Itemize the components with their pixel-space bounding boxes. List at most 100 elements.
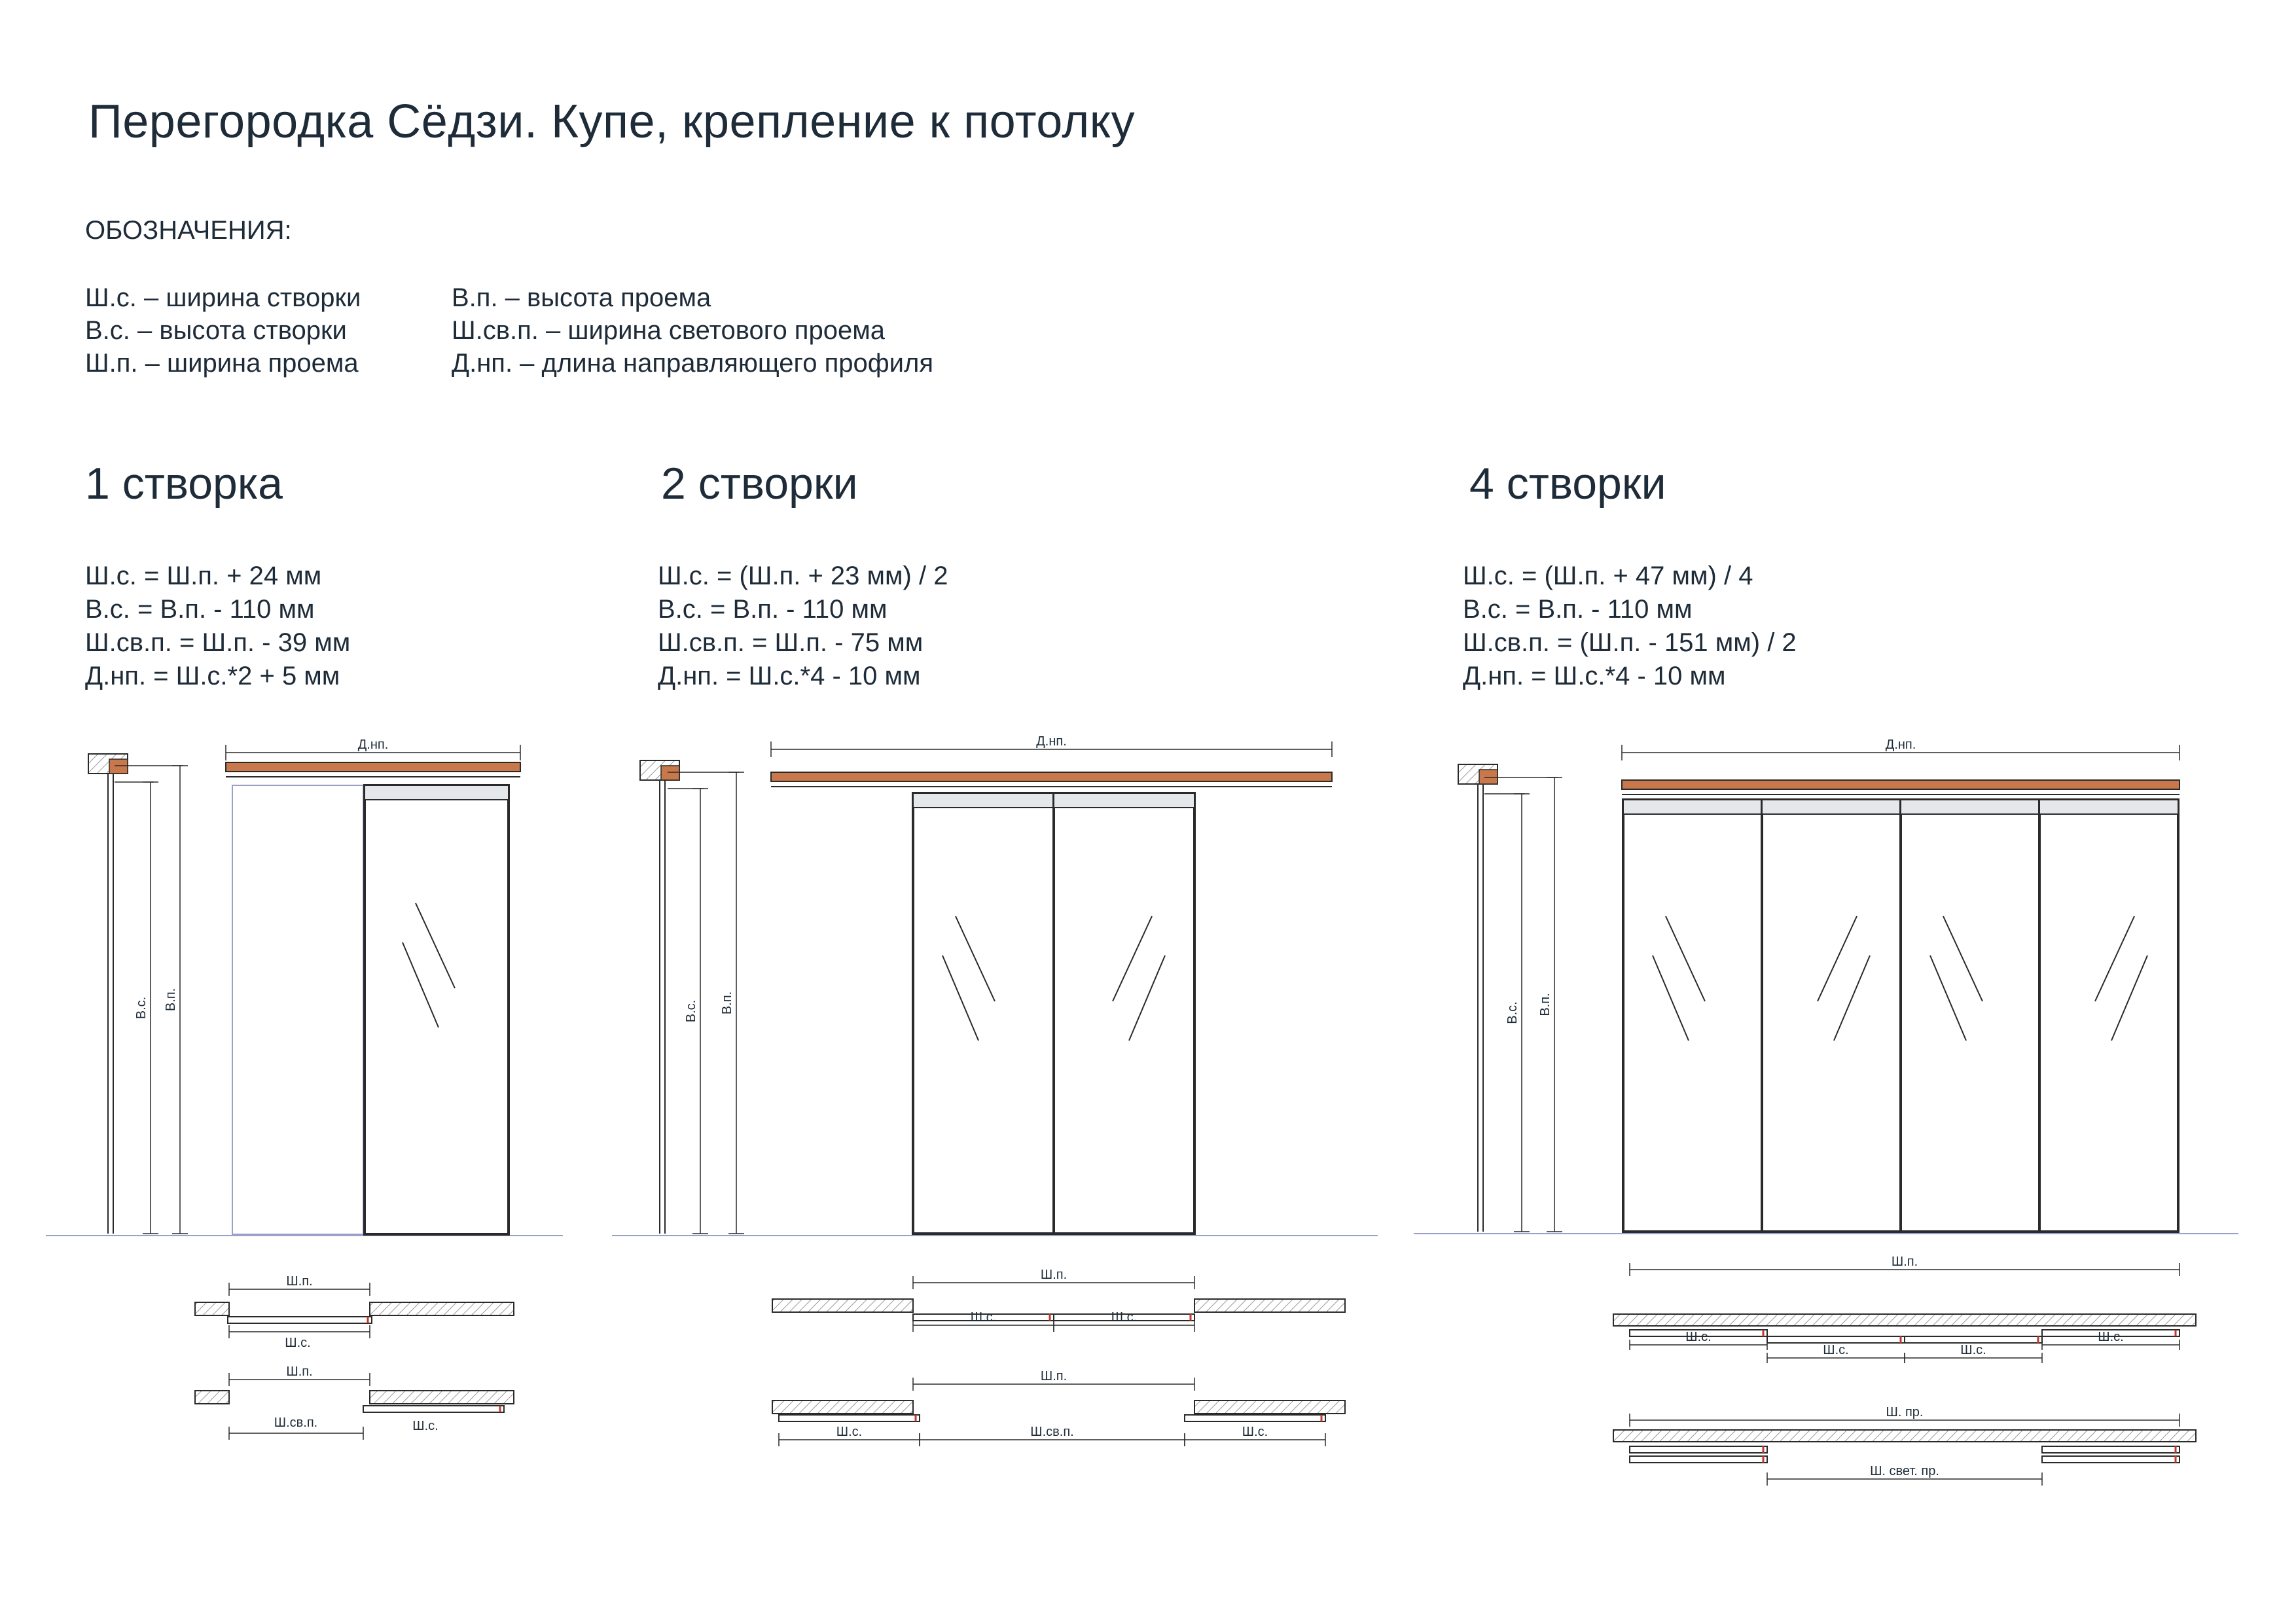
dimension-label: Ш.с.	[1242, 1425, 1268, 1439]
plan-leaf	[778, 1414, 920, 1422]
wall-section	[369, 1302, 514, 1316]
glass-reflection-mark	[955, 916, 996, 1002]
glass-reflection-mark	[402, 942, 439, 1028]
plan-leaf	[363, 1405, 505, 1413]
door-leaf-top-frame	[1900, 799, 2040, 815]
dimension-label: В.с.	[134, 997, 149, 1019]
drawing-1-leaf: В.с.В.п.Д.нп.Ш.п.Ш.с.Ш.п.Ш.св.п.Ш.с.	[46, 738, 563, 1440]
wall-section	[194, 1390, 230, 1404]
door-leaf-top-frame	[1761, 799, 1901, 815]
section-title-1-leaf: 1 створка	[85, 459, 283, 508]
dimension-label: Ш.с.	[1685, 1330, 1711, 1344]
dimension-label: Д.нп.	[358, 738, 389, 752]
glass-reflection-mark	[2094, 916, 2135, 1002]
door-leaf	[2038, 798, 2179, 1233]
dimension-label: Ш.п.	[286, 1274, 312, 1289]
dimension-label: Ш.с.	[1823, 1343, 1848, 1357]
dimension-label: Ш. пр.	[1886, 1405, 1924, 1419]
door-leaf	[1622, 798, 1763, 1233]
legend-item: Д.нп. – длина направляющего профиля	[452, 349, 934, 378]
dimension-label: Ш.п.	[1892, 1255, 1918, 1269]
door-leaf	[1761, 798, 1902, 1233]
dimension-label: Ш.с.	[2098, 1330, 2123, 1344]
dimension-label: Ш. свет. пр.	[1870, 1464, 1939, 1478]
glass-reflection-mark	[1112, 916, 1153, 1002]
door-leaf-top-frame	[2039, 799, 2179, 815]
door-leaf-top-frame	[1053, 793, 1195, 808]
dimension-label: Ш.с.	[836, 1425, 862, 1439]
glass-reflection-mark	[1929, 955, 1967, 1041]
formula: Ш.с. = Ш.п. + 24 мм	[85, 562, 322, 590]
dimension-label: В.с.	[684, 1000, 698, 1022]
plan-leaf	[1184, 1414, 1326, 1422]
legend-item: В.п. – высота проема	[452, 283, 711, 312]
wall-section	[1194, 1298, 1346, 1313]
legend-left-column: Ш.с. – ширина створки В.с. – высота ство…	[85, 281, 361, 380]
door-leaf-top-frame	[1623, 799, 1763, 815]
plan-leaf	[1629, 1329, 1768, 1337]
plan-leaf	[1629, 1455, 1768, 1463]
formula: Ш.св.п. = (Ш.п. - 151 мм) / 2	[1463, 628, 1797, 657]
wall-section	[1613, 1429, 2197, 1442]
legend-heading: ОБОЗНАЧЕНИЯ:	[85, 216, 292, 245]
drawing-2-leaves: В.с.В.п.Д.нп.Ш.п.Ш.с.Ш.с.Ш.п.Ш.с.Ш.св.п.…	[612, 734, 1378, 1446]
plan-leaf	[2041, 1329, 2180, 1337]
formula: Ш.с. = (Ш.п. + 23 мм) / 2	[658, 562, 948, 590]
formulas-4-leaves: Ш.с. = (Ш.п. + 47 мм) / 4 В.с. = В.п. - …	[1463, 560, 1797, 693]
dimension-label: Д.нп.	[1036, 734, 1067, 749]
plan-leaf	[1053, 1313, 1195, 1321]
glass-reflection-mark	[1943, 916, 1983, 1002]
formula: Ш.св.п. = Ш.п. - 75 мм	[658, 628, 924, 657]
dimension-label: В.п.	[1538, 993, 1552, 1016]
plan-leaf	[1629, 1446, 1768, 1454]
legend-item: Ш.св.п. – ширина светового проема	[452, 316, 885, 345]
formula: Д.нп. = Ш.с.*4 - 10 мм	[658, 662, 921, 690]
dimension-label: В.с.	[1505, 1001, 1520, 1024]
dimension-label: Ш.с.	[1960, 1343, 1986, 1357]
rail-section	[1479, 769, 1498, 785]
page-title: Перегородка Сёдзи. Купе, крепление к пот…	[88, 96, 1136, 148]
formula: В.с. = В.п. - 110 мм	[658, 595, 888, 624]
dimension-label: Ш.п.	[286, 1364, 312, 1379]
plan-leaf	[1904, 1336, 2043, 1344]
dimension-label: В.п.	[164, 988, 178, 1011]
formula: Ш.с. = (Ш.п. + 47 мм) / 4	[1463, 562, 1753, 590]
formula: Д.нп. = Ш.с.*4 - 10 мм	[1463, 662, 1726, 690]
wall-section	[369, 1390, 514, 1404]
dimension-label: Д.нп.	[1886, 738, 1916, 752]
formulas-1-leaf: Ш.с. = Ш.п. + 24 мм В.с. = В.п. - 110 мм…	[85, 560, 350, 693]
formulas-2-leaves: Ш.с. = (Ш.п. + 23 мм) / 2 В.с. = В.п. - …	[658, 560, 948, 693]
glass-reflection-mark	[1128, 955, 1166, 1041]
wall-section	[194, 1302, 230, 1316]
legend-right-column: В.п. – высота проема Ш.св.п. – ширина св…	[452, 281, 933, 380]
rail-section	[109, 758, 128, 774]
rail-section	[660, 765, 680, 781]
drawing-4-leaves: В.с. В.п. Д.нп. Ш.п. Ш.с. Ш.с. Ш.с. Ш.с. Ш. пр. Ш…	[1414, 738, 2238, 1486]
section-title-4-leaves: 4 створки	[1469, 459, 1666, 508]
opening-outline	[232, 785, 364, 1235]
guide-rail	[225, 762, 521, 772]
dimension-label: В.п.	[720, 991, 734, 1014]
legend-item: Ш.с. – ширина створки	[85, 283, 361, 312]
glass-reflection-mark	[1665, 916, 1706, 1002]
guide-rail	[770, 772, 1333, 782]
plan-leaf	[1767, 1336, 1905, 1344]
glass-reflection-mark	[942, 955, 979, 1041]
section-title-2-leaves: 2 створки	[661, 459, 858, 508]
glass-reflection-mark	[1833, 955, 1871, 1041]
glass-reflection-mark	[415, 902, 456, 989]
dimension-label: Ш.св.п.	[274, 1416, 317, 1430]
dimension-label: Ш.с.	[412, 1419, 438, 1433]
dimension-label: Ш.с.	[1111, 1310, 1137, 1325]
formula: В.с. = В.п. - 110 мм	[85, 595, 315, 624]
plan-leaf	[2041, 1455, 2180, 1463]
door-leaf-top-frame	[364, 785, 509, 800]
legend-item: В.с. – высота створки	[85, 316, 347, 345]
door-leaf	[1899, 798, 2041, 1233]
dimension-label: Ш.с.	[971, 1310, 996, 1325]
legend-item: Ш.п. – ширина проема	[85, 349, 359, 378]
formula: Ш.св.п. = Ш.п. - 39 мм	[85, 628, 351, 657]
wall-section	[1194, 1400, 1346, 1414]
wall-section	[772, 1298, 914, 1313]
glass-reflection-mark	[1817, 916, 1857, 1002]
